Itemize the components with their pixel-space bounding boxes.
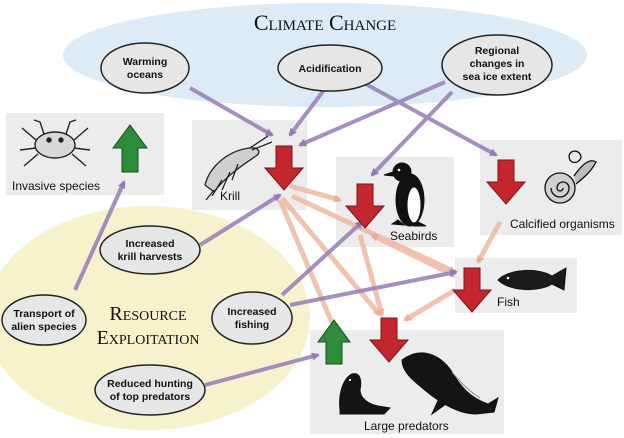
whale-icon <box>401 352 499 416</box>
link-krill-down-to-large-predators <box>277 199 338 332</box>
link-fishing-to-fish <box>289 269 458 307</box>
seabirds-down-arrow-icon <box>344 183 386 229</box>
node-hunting-line2: of top predators <box>110 391 191 403</box>
fish-label: Fish <box>497 295 520 309</box>
link-hunting-to-large-predators <box>204 352 320 387</box>
node-reduced-hunting: Reduced hunting of top predators <box>94 364 206 416</box>
link-krill-harvest-to-krill <box>198 193 282 247</box>
node-increased-fishing: Increased fishing <box>211 291 293 345</box>
krill-down-arrow-icon <box>263 145 305 191</box>
snail-icon <box>544 150 597 204</box>
large-predators-down-arrow-icon <box>368 317 410 363</box>
node-sea-ice-extent: Regional changes in sea ice extent <box>441 34 553 96</box>
calcified-down-arrow-icon <box>485 159 527 205</box>
calcified-organisms-label: Calcified organisms <box>510 217 615 231</box>
trophic-links <box>277 183 503 332</box>
large-predators-label: Large predators <box>364 419 449 433</box>
link-sea-ice-to-krill <box>298 80 446 147</box>
krill-label: Krill <box>220 189 240 203</box>
climate-change-title: Climate Change <box>254 10 396 35</box>
link-alien-to-invasive <box>73 180 126 291</box>
link-krill-to-large-predators <box>280 196 382 317</box>
link-warming-to-krill <box>189 86 274 137</box>
seabirds-label: Seabirds <box>390 229 437 243</box>
node-alien-line1: Transport of <box>13 308 75 320</box>
node-fishing-line1: Increased <box>227 306 276 318</box>
fish-down-arrow-icon <box>451 267 493 313</box>
node-warming-oceans-line2: oceans <box>127 69 163 81</box>
penguin-icon <box>383 162 427 227</box>
node-hunting-line1: Reduced hunting <box>107 378 193 390</box>
node-krill-harvest-line1: Increased <box>125 238 174 250</box>
node-warming-oceans-line1: Warming <box>123 56 168 68</box>
node-sea-ice-line1: Regional <box>475 45 519 57</box>
node-fishing-line2: fishing <box>235 319 269 331</box>
node-acidification: Acidification <box>277 44 383 92</box>
seal-icon <box>339 373 392 415</box>
resource-exploitation-title-line2: Exploitation <box>97 327 200 349</box>
invasive-up-arrow-icon <box>112 124 148 173</box>
krill-icon <box>204 135 273 201</box>
link-fish-to-large-predators <box>403 287 457 323</box>
node-sea-ice-line3: sea ice extent <box>463 71 532 83</box>
fish-icon <box>497 267 567 291</box>
link-seabirds-to-large-predators <box>357 234 385 317</box>
link-sea-ice-to-seabirds <box>370 90 454 177</box>
invasive-species-label: Invasive species <box>12 179 100 193</box>
link-calcified-to-fish <box>475 220 503 264</box>
node-increased-krill-harvests: Increased krill harvests <box>99 225 201 275</box>
node-acidification-label: Acidification <box>298 63 361 75</box>
node-sea-ice-line2: changes in <box>470 58 525 70</box>
node-transport-alien-species: Transport of alien species <box>1 294 87 346</box>
resource-exploitation-title-line1: Resource <box>109 303 186 325</box>
resource-exploitation-region <box>0 206 310 430</box>
link-krill-to-seabirds <box>289 183 342 203</box>
link-fish-to-seabirds <box>370 232 457 279</box>
crab-icon <box>19 119 91 167</box>
large-predators-up-arrow-icon <box>317 319 351 365</box>
node-alien-line2: alien species <box>11 321 77 333</box>
node-krill-harvest-line2: krill harvests <box>118 251 183 263</box>
node-warming-oceans: Warming oceans <box>100 42 190 94</box>
link-fishing-to-seabirds <box>280 220 364 297</box>
